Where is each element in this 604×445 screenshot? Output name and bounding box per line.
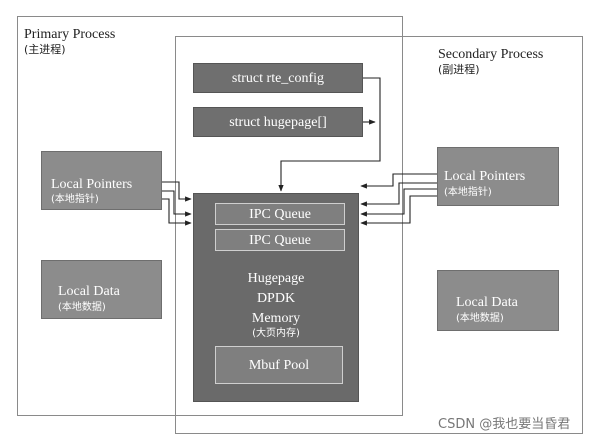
secondary-process-frame	[175, 36, 583, 434]
rte-config-struct: struct rte_config	[193, 63, 363, 93]
primary-pointer-arrow-2	[162, 190, 192, 217]
primary-local-data-label: Local Data	[58, 284, 120, 299]
memory-line-memory: Memory	[251, 311, 301, 326]
ipc-queue-2-label: IPC Queue	[249, 233, 311, 248]
primary-local-pointers-label: Local Pointers	[51, 177, 133, 192]
primary-local-pointers: Local Pointers (本地指针)	[41, 151, 162, 210]
memory-line-hugepage: Hugepage	[247, 271, 305, 286]
secondary-local-pointers-sub: (本地指针)	[444, 187, 492, 198]
secondary-local-data-label: Local Data	[456, 295, 518, 310]
ipc-queue-1: IPC Queue	[215, 203, 345, 225]
secondary-pointer-arrow-1	[360, 173, 437, 189]
secondary-pointer-arrow-2	[360, 182, 437, 207]
ipc-queue-2: IPC Queue	[215, 229, 345, 251]
secondary-local-data-sub: (本地数据)	[456, 313, 504, 324]
mbuf-pool: Mbuf Pool	[215, 346, 343, 384]
primary-local-data-sub: (本地数据)	[58, 302, 106, 313]
hugepage-struct-label: struct hugepage[]	[229, 115, 327, 130]
primary-local-pointers-sub: (本地指针)	[51, 194, 99, 205]
memory-line-dpdk: DPDK	[256, 291, 296, 306]
memory-sub-label: (大页内存)	[252, 328, 300, 339]
hugepage-struct: struct hugepage[]	[193, 107, 363, 137]
mbuf-pool-label: Mbuf Pool	[248, 358, 310, 373]
secondary-process-title: Secondary Process	[438, 47, 544, 62]
rte-config-label: struct rte_config	[231, 71, 325, 86]
secondary-pointer-arrow-4	[360, 195, 437, 226]
secondary-local-pointers-label: Local Pointers	[444, 169, 526, 184]
watermark: CSDN @我也要当昏君	[438, 417, 571, 432]
secondary-local-pointers: Local Pointers (本地指针)	[437, 147, 559, 206]
primary-process-title: Primary Process	[24, 27, 116, 42]
primary-process-subtitle: (主进程)	[24, 43, 66, 56]
secondary-process-subtitle: (副进程)	[438, 63, 480, 76]
secondary-local-data: Local Data (本地数据)	[437, 270, 559, 331]
primary-process-frame	[17, 16, 403, 416]
ipc-queue-1-label: IPC Queue	[249, 207, 311, 222]
rte-config-arrow	[278, 77, 381, 192]
primary-pointer-arrow-3	[162, 198, 192, 226]
primary-local-data: Local Data (本地数据)	[41, 260, 162, 319]
primary-pointer-arrow-1	[162, 181, 192, 202]
hugepage-memory-block: IPC Queue IPC Queue Hugepage DPDK Memory…	[193, 193, 359, 402]
secondary-pointer-arrow-3	[360, 188, 437, 217]
